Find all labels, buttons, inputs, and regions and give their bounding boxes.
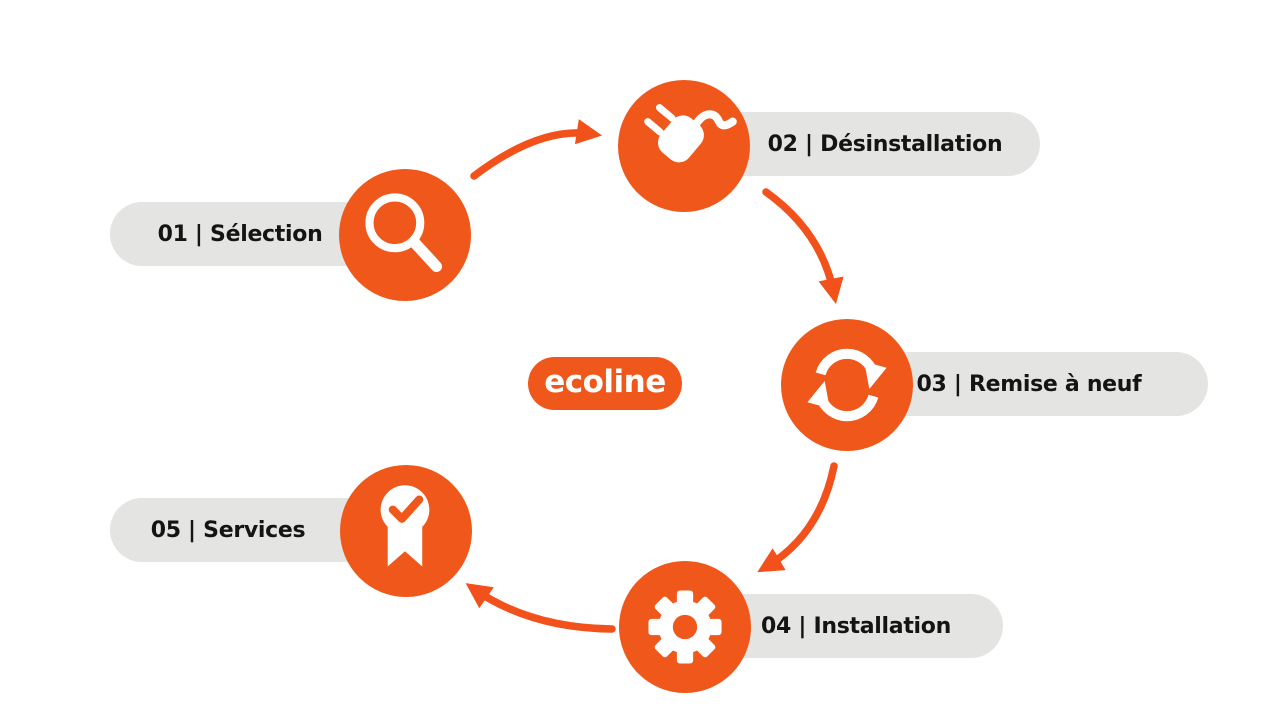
arrow-step3-to-step4-icon bbox=[757, 462, 838, 573]
refresh-icon bbox=[807, 348, 887, 422]
step-05-label: 05 | Services bbox=[150, 517, 306, 543]
step-04-circle bbox=[619, 561, 751, 693]
ecoline-logo-text: ecoline bbox=[544, 363, 666, 400]
arrow-step2-to-step3-icon bbox=[762, 188, 844, 305]
arrow-step4-to-step5-icon bbox=[465, 583, 616, 633]
step-02-circle bbox=[618, 80, 750, 212]
step-05-circle bbox=[340, 465, 472, 597]
ecoline-logo: ecoline bbox=[528, 357, 682, 410]
award-icon bbox=[380, 485, 430, 567]
plug-icon bbox=[644, 104, 737, 163]
gear-icon bbox=[648, 590, 722, 664]
search-icon bbox=[365, 193, 443, 273]
step-03-pill: 03 | Remise à neuf bbox=[856, 352, 1208, 416]
step-01-circle bbox=[339, 169, 471, 301]
step-03-circle bbox=[781, 319, 913, 451]
arrow-step1-to-step2-icon bbox=[470, 119, 603, 180]
step-02-label: 02 | Désinstallation bbox=[767, 131, 1003, 157]
step-04-label: 04 | Installation bbox=[761, 613, 951, 639]
step-01-label: 01 | Sélection bbox=[157, 221, 323, 247]
step-03-label: 03 | Remise à neuf bbox=[916, 371, 1142, 397]
step-02-pill: 02 | Désinstallation bbox=[700, 112, 1040, 176]
